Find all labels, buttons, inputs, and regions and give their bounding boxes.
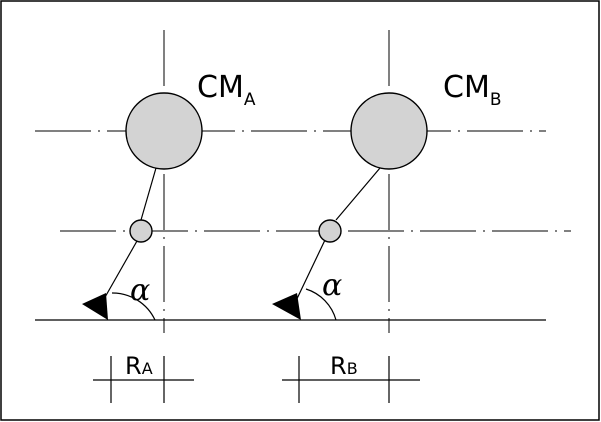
dimension-r-b: RB — [282, 352, 420, 403]
center-of-mass-a — [125, 92, 203, 170]
center-of-mass-b — [350, 92, 428, 170]
upper-link-a — [140, 167, 157, 221]
angle-arc-a — [111, 292, 156, 321]
label-r-b: RB — [330, 352, 358, 380]
assembly-b: CMB α — [272, 70, 502, 321]
angle-label-a: α — [130, 273, 150, 308]
support-wedge-a — [82, 293, 108, 320]
support-wedge-b — [272, 293, 301, 320]
label-r-a: RA — [125, 352, 153, 380]
lower-link-b — [293, 239, 326, 306]
upper-link-b — [335, 167, 381, 221]
dimension-r-a: RA — [93, 352, 194, 403]
assembly-a: CMA α — [82, 70, 256, 321]
lower-link-a — [99, 240, 138, 307]
pivot-joint-a — [129, 219, 153, 243]
label-cm-b: CMB — [443, 70, 502, 110]
angle-label-b: α — [322, 268, 342, 303]
pivot-joint-b — [318, 219, 342, 243]
label-cm-a: CMA — [197, 70, 256, 110]
angle-arc-b — [305, 288, 337, 321]
